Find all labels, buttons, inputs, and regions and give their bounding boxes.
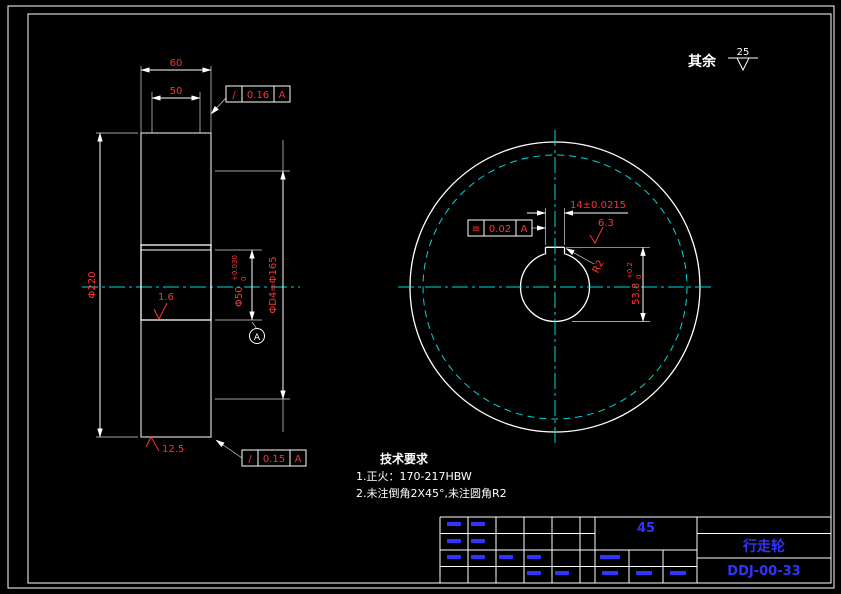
- tech-req-title: 技术要求: [380, 451, 429, 466]
- dim-ref-dia: ΦD4=Φ165: [215, 140, 290, 432]
- roughness-icon: [736, 57, 750, 72]
- general-note-value: 25: [737, 47, 750, 58]
- dim-keyway-width-text: 14±0.0215: [570, 200, 626, 211]
- tech-requirements: 技术要求 1.正火：170-217HBW 2.未注倒角2X45°,未注圆角R2: [356, 451, 507, 500]
- tech-req-item-1: 1.正火：170-217HBW: [356, 470, 472, 483]
- title-block-grid: [439, 516, 831, 583]
- dim-ref-dia-text: ΦD4=Φ165: [268, 256, 279, 313]
- roughness-keyway: 6.3: [589, 218, 614, 245]
- dim-groove-50: 50: [151, 86, 201, 133]
- dim-width-60: 60: [140, 58, 212, 133]
- datum-letter: A: [254, 333, 261, 343]
- dim-outer-dia: Φ220: [87, 132, 138, 438]
- dim-keyway-depth-tol-lower: 0: [635, 275, 643, 279]
- dim-width-60-text: 60: [170, 58, 183, 69]
- roughness-bore-text: 1.6: [158, 292, 174, 303]
- fcf-symmetry-symbol: ≡: [472, 224, 480, 235]
- fcf-symmetry-datum: A: [521, 224, 528, 235]
- roughness-bore: 1.6: [153, 292, 174, 321]
- title-block: 45 行走轮 DDJ-00-33: [439, 516, 831, 583]
- fcf-frame: [467, 219, 533, 237]
- roughness-keyway-text: 6.3: [598, 218, 614, 229]
- roughness-icon: [153, 302, 168, 321]
- inner-border: [27, 13, 832, 584]
- fcf-frame: [241, 449, 307, 467]
- datum-circle: [249, 328, 265, 344]
- material-value: 45: [637, 521, 655, 536]
- dim-keyway-depth-text: 53.8: [631, 283, 642, 305]
- front-view: 14±0.0215 6.3 ≡ 0.02 A R2 53: [398, 130, 714, 447]
- dim-outer-dia-text: Φ220: [87, 272, 98, 299]
- fcf-frame: [225, 85, 291, 103]
- section-view: 60 50 Φ220 Φ50 +0.030 0: [82, 58, 307, 467]
- fcf-bottom: / 0.15 A: [215, 439, 307, 467]
- outer-border: [7, 5, 835, 589]
- fcf-top: / 0.16 A: [210, 85, 291, 115]
- dim-bore-tol-lower: 0: [240, 277, 248, 281]
- fcf-bottom-tolerance: 0.15: [263, 454, 285, 465]
- fcf-bottom-symbol: /: [248, 454, 252, 465]
- fcf-symmetry-tolerance: 0.02: [489, 224, 511, 235]
- bore-keyway-band: [140, 244, 212, 321]
- roughness-icon: [589, 226, 604, 245]
- dim-keyway-depth-tol-upper: +0.2: [626, 262, 634, 279]
- part-name: 行走轮: [742, 538, 785, 555]
- roughness-face-text: 12.5: [162, 444, 184, 455]
- dim-bore-tol-upper: +0.030: [231, 255, 239, 281]
- fcf-symmetry: ≡ 0.02 A: [467, 219, 546, 237]
- datum-feature-a: A: [249, 321, 265, 344]
- tech-req-item-2: 2.未注倒角2X45°,未注圆角R2: [356, 486, 507, 500]
- dim-bore-text: Φ50: [234, 286, 245, 307]
- general-note-label: 其余: [688, 53, 717, 70]
- fcf-bottom-datum: A: [295, 454, 302, 465]
- dim-bore: Φ50 +0.030 0: [215, 249, 262, 321]
- fcf-top-symbol: /: [232, 90, 236, 101]
- dim-keyway-depth: 53.8 +0.2 0: [566, 246, 650, 322]
- title-block-field-marks: [447, 522, 686, 575]
- general-roughness-note: 其余 25: [688, 47, 758, 72]
- fcf-top-tolerance: 0.16: [247, 90, 269, 101]
- sheet-border: [7, 5, 835, 589]
- drawing-number: DDJ-00-33: [727, 564, 800, 579]
- roughness-face: 12.5: [145, 435, 184, 455]
- roughness-icon: [145, 435, 160, 452]
- fcf-top-datum: A: [279, 90, 286, 101]
- dim-groove-50-text: 50: [170, 86, 183, 97]
- pitch-circle: [422, 154, 688, 420]
